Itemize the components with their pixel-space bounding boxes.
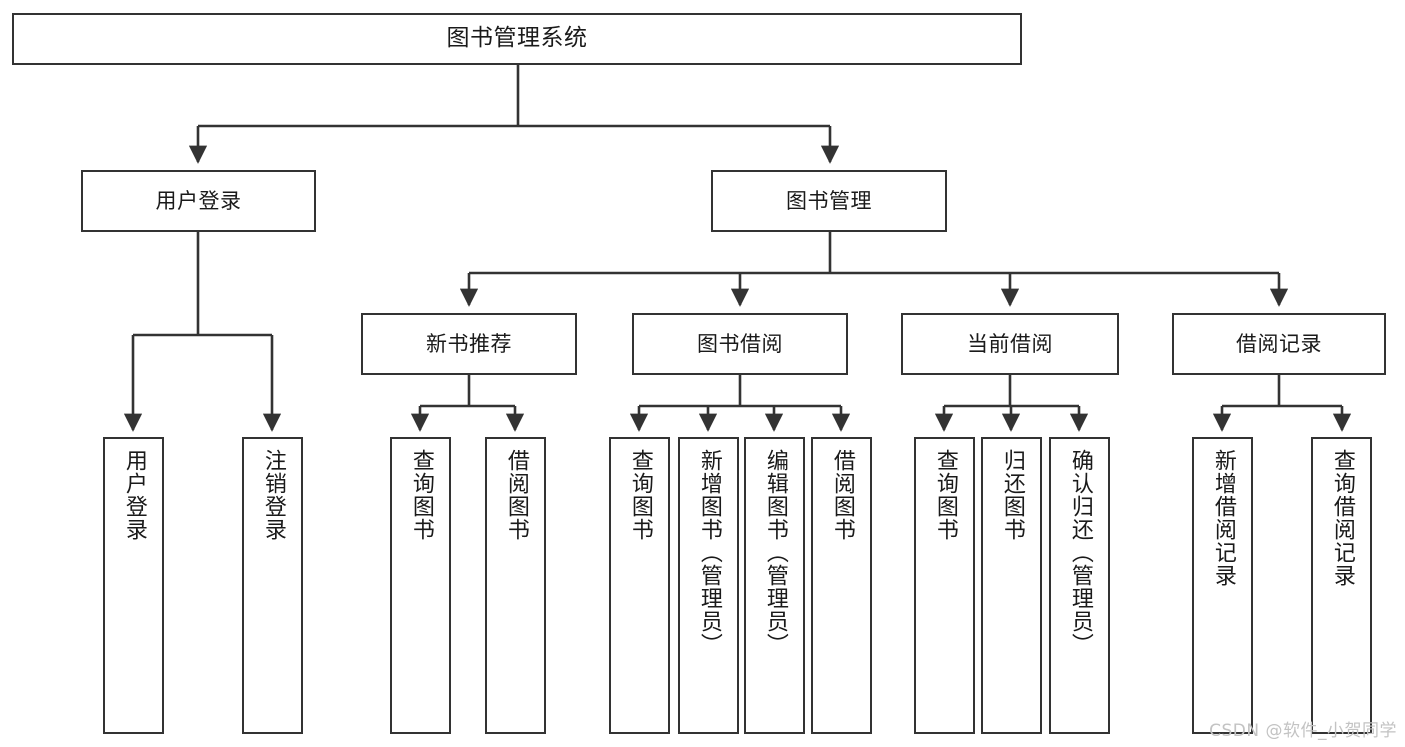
node-label: 编辑图书（管理员） — [762, 449, 788, 656]
node-label: 新增借阅记录 — [1210, 449, 1236, 587]
node-label: 借阅记录 — [1236, 331, 1322, 356]
node-borrow-record[interactable]: 借阅记录 — [1172, 313, 1386, 375]
node-label: 图书管理系统 — [446, 25, 588, 52]
node-label: 查询图书 — [627, 449, 653, 541]
node-book-borrow[interactable]: 图书借阅 — [632, 313, 848, 375]
leaf-borrow-record-add[interactable]: 新增借阅记录 — [1192, 437, 1253, 734]
node-label: 查询借阅记录 — [1329, 449, 1355, 587]
leaf-current-borrow-return[interactable]: 归还图书 — [981, 437, 1042, 734]
leaf-book-borrow-borrow[interactable]: 借阅图书 — [811, 437, 872, 734]
node-label: 图书管理 — [786, 188, 872, 213]
node-label: 新书推荐 — [426, 331, 512, 356]
node-label: 图书借阅 — [697, 331, 783, 356]
node-label: 归还图书 — [999, 449, 1025, 541]
leaf-new-book-borrow[interactable]: 借阅图书 — [485, 437, 546, 734]
leaf-user-login-logout[interactable]: 注销登录 — [242, 437, 303, 734]
node-label: 查询图书 — [408, 449, 434, 541]
node-current-borrow[interactable]: 当前借阅 — [901, 313, 1119, 375]
node-label: 注销登录 — [260, 449, 286, 541]
leaf-user-login-login[interactable]: 用户登录 — [103, 437, 164, 734]
node-label: 当前借阅 — [967, 331, 1053, 356]
leaf-book-borrow-add[interactable]: 新增图书（管理员） — [678, 437, 739, 734]
node-new-book-recommend[interactable]: 新书推荐 — [361, 313, 577, 375]
node-label: 新增图书（管理员） — [696, 449, 722, 656]
csdn-watermark: CSDN @软件_小贺同学 — [1209, 721, 1397, 741]
leaf-new-book-query[interactable]: 查询图书 — [390, 437, 451, 734]
leaf-book-borrow-query[interactable]: 查询图书 — [609, 437, 670, 734]
node-label: 借阅图书 — [829, 449, 855, 541]
node-label: 借阅图书 — [503, 449, 529, 541]
node-label: 确认归还（管理员） — [1067, 449, 1093, 656]
node-label: 用户登录 — [155, 188, 242, 213]
node-root-system[interactable]: 图书管理系统 — [12, 13, 1022, 65]
node-user-login[interactable]: 用户登录 — [81, 170, 316, 232]
node-label: 查询图书 — [932, 449, 958, 541]
leaf-book-borrow-edit[interactable]: 编辑图书（管理员） — [744, 437, 805, 734]
leaf-current-borrow-confirm-return[interactable]: 确认归还（管理员） — [1049, 437, 1110, 734]
leaf-borrow-record-query[interactable]: 查询借阅记录 — [1311, 437, 1372, 734]
node-label: 用户登录 — [121, 449, 147, 541]
leaf-current-borrow-query[interactable]: 查询图书 — [914, 437, 975, 734]
node-book-management[interactable]: 图书管理 — [711, 170, 947, 232]
